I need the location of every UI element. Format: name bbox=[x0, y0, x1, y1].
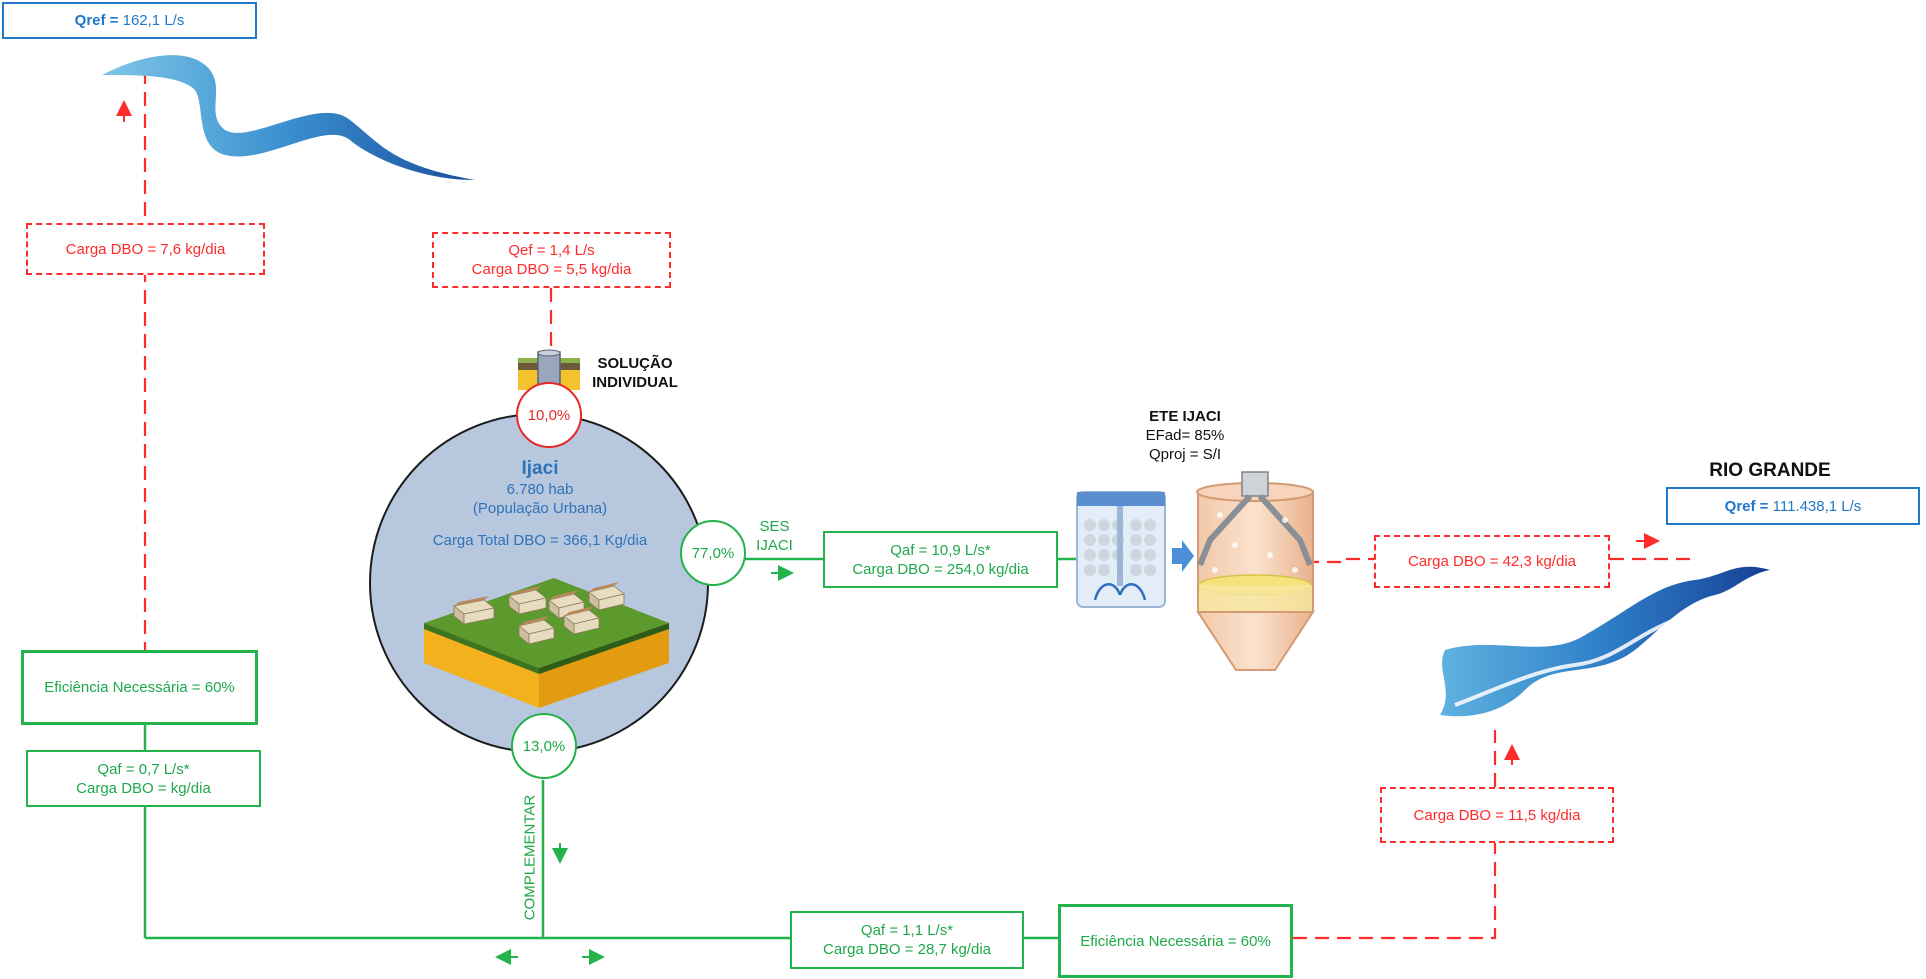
city-name: Ijaci bbox=[521, 458, 559, 479]
complementar-label: COMPLEMENTAR bbox=[521, 783, 540, 933]
individual-percent: 10,0% bbox=[527, 406, 571, 424]
line-ete-river bbox=[1305, 557, 1374, 564]
ete-efad: EFad= 85% bbox=[1145, 427, 1225, 444]
rio-grande-title: RIO GRANDE bbox=[1690, 459, 1850, 483]
ete-info: ETE IJACI EFad= 85% Qproj = S/I bbox=[1120, 407, 1250, 464]
river-icon bbox=[1440, 566, 1770, 717]
complementar-label-text: COMPLEMENTAR bbox=[521, 794, 539, 921]
qref-value: 162,1 L/s bbox=[122, 12, 185, 29]
line-bottom-red bbox=[1293, 843, 1497, 940]
complementar-carga: Carga DBO = 28,7 kg/dia bbox=[822, 941, 991, 958]
rio-grande-title-text: RIO GRANDE bbox=[1709, 460, 1831, 481]
individual-title-2: INDIVIDUAL bbox=[592, 374, 678, 391]
individual-qef: Qef = 1,4 L/s bbox=[508, 242, 595, 259]
river-icon-top bbox=[102, 55, 475, 180]
complementar-box: Qaf = 1,1 L/s* Carga DBO = 28,7 kg/dia bbox=[790, 911, 1024, 969]
eficiencia-bottom: Eficiência Necessária = 60% bbox=[1080, 932, 1271, 950]
complementar-percent-circle: 13,0% bbox=[511, 713, 577, 779]
city-block-icon bbox=[424, 578, 669, 708]
qaf-left: Qaf = 0,7 L/s* bbox=[97, 760, 190, 778]
qref-top-box: Qref = 162,1 L/s bbox=[2, 2, 257, 39]
ses-qaf: Qaf = 10,9 L/s* bbox=[890, 541, 991, 559]
complementar-percent: 13,0% bbox=[522, 737, 566, 755]
qref-rio-label: Qref = bbox=[1724, 497, 1769, 515]
qref-rio-box: Qref = 111.438,1 L/s bbox=[1666, 487, 1920, 525]
ses-percent-circle: 77,0% bbox=[680, 520, 746, 586]
individual-percent-circle: 10,0% bbox=[516, 382, 582, 448]
carga-qaf-left: Carga DBO = kg/dia bbox=[76, 779, 211, 797]
ses-box: Qaf = 10,9 L/s* Carga DBO = 254,0 kg/dia bbox=[823, 531, 1058, 588]
rio-carga: Carga DBO = 11,5 kg/dia bbox=[1413, 806, 1581, 824]
individual-title-1: SOLUÇÃO bbox=[597, 355, 673, 372]
eficiencia-left-box: Eficiência Necessária = 60% bbox=[21, 650, 258, 725]
ses-label: SES IJACI bbox=[752, 517, 797, 555]
qaf-left-box: Qaf = 0,7 L/s* Carga DBO = kg/dia bbox=[26, 750, 261, 807]
treatment-plant-icon bbox=[1076, 471, 1315, 671]
ses-carga: Carga DBO = 254,0 kg/dia bbox=[852, 560, 1029, 578]
carga-dbo-left-box: Carga DBO = 7,6 kg/dia bbox=[26, 223, 265, 275]
eficiencia-bottom-box: Eficiência Necessária = 60% bbox=[1058, 904, 1293, 978]
city-population: 6.780 hab bbox=[506, 481, 574, 498]
complementar-qaf: Qaf = 1,1 L/s* bbox=[860, 922, 954, 939]
city-info: Ijaci 6.780 hab (População Urbana) Carga… bbox=[400, 458, 680, 550]
individual-title: SOLUÇÃO INDIVIDUAL bbox=[580, 354, 690, 392]
qref-label: Qref = bbox=[74, 12, 119, 29]
city-circle bbox=[369, 413, 709, 753]
ete-carga-box: Carga DBO = 42,3 kg/dia bbox=[1374, 535, 1610, 588]
ete-qproj: Qproj = S/I bbox=[1148, 446, 1222, 463]
ete-carga: Carga DBO = 42,3 kg/dia bbox=[1407, 553, 1576, 570]
ses-label-2: IJACI bbox=[756, 537, 793, 554]
city-carga-total: Carga Total DBO = 366,1 Kg/dia bbox=[432, 532, 648, 549]
carga-dbo-left: Carga DBO = 7,6 kg/dia bbox=[65, 240, 226, 258]
individual-box: Qef = 1,4 L/s Carga DBO = 5,5 kg/dia bbox=[432, 232, 671, 288]
individual-carga: Carga DBO = 5,5 kg/dia bbox=[471, 261, 632, 278]
eficiencia-left: Eficiência Necessária = 60% bbox=[44, 679, 235, 696]
qref-rio-value: 111.438,1 L/s bbox=[1772, 497, 1862, 515]
ses-percent: 77,0% bbox=[691, 544, 735, 562]
ete-title: ETE IJACI bbox=[1149, 408, 1221, 425]
city-population-note: (População Urbana) bbox=[472, 500, 608, 517]
ses-label-1: SES bbox=[759, 518, 790, 535]
rio-carga-box: Carga DBO = 11,5 kg/dia bbox=[1380, 787, 1614, 843]
